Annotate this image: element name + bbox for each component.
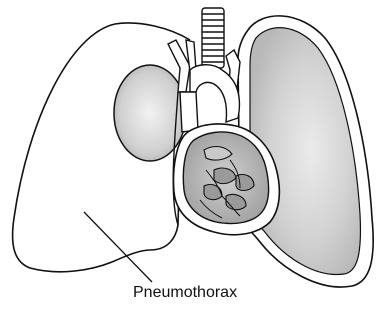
collapsed-right-lung: [114, 65, 186, 161]
trachea: [202, 8, 224, 68]
pneumothorax-label: Pneumothorax: [133, 283, 237, 303]
